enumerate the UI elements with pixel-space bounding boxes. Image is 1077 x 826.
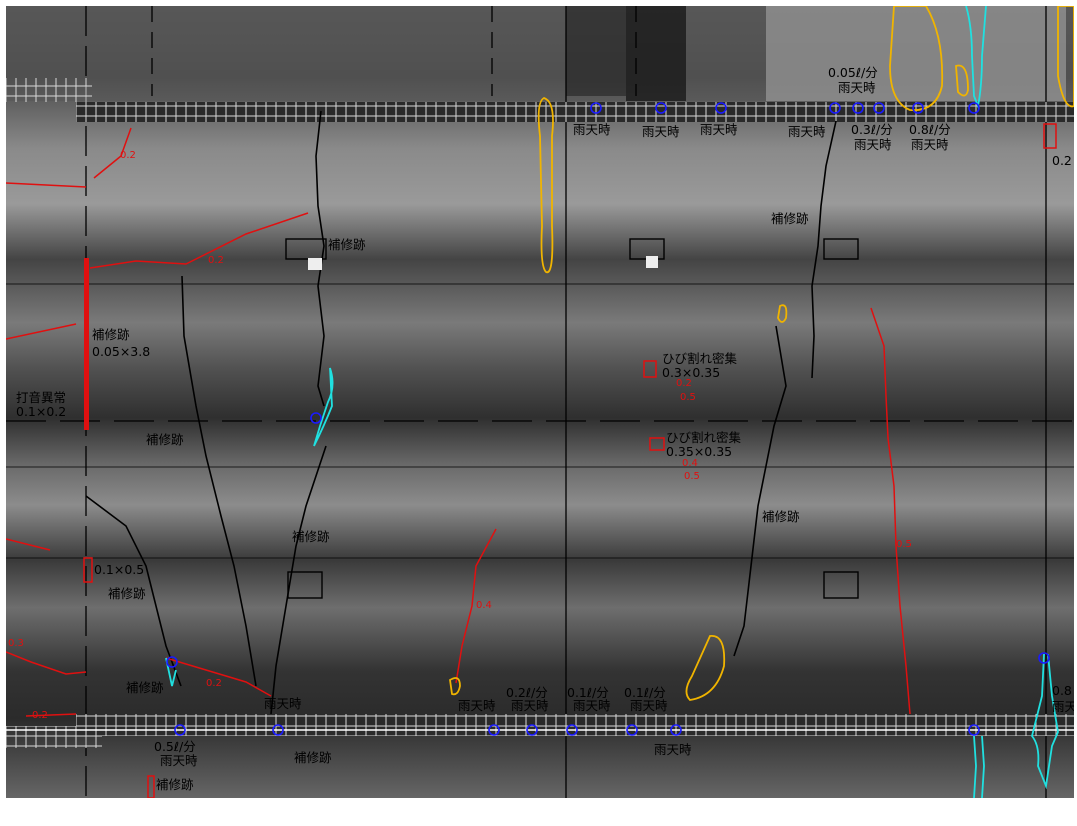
bright-panel (766, 6, 1066, 101)
crack-width-label: 0.3 (8, 638, 24, 649)
repair-patch-1 (308, 258, 322, 270)
crack-width-label: 0.2 (676, 378, 692, 389)
repair-trace-label: 補修跡 (108, 586, 146, 601)
anomaly-boxes (83, 123, 1057, 798)
rain-label: 雨天時 (573, 698, 611, 713)
dimension-label: 0.1×0.5 (94, 562, 144, 577)
lower-left-grid (6, 726, 102, 748)
rain-label: 雨天時 (642, 124, 680, 139)
leak-rate-label: 0.3ℓ/分 (851, 122, 893, 137)
crack-width-label: 0.4 (476, 600, 492, 611)
leak-rate-label: 0.1ℓ/分 (624, 685, 666, 700)
rain-label: 雨天時 (838, 80, 876, 95)
measured-cracks (6, 127, 911, 717)
tunnel-lining-inspection-map: 0.05ℓ/分 雨天時 雨天時 雨天時 雨天時 雨天時 0.3ℓ/分 雨天時 0… (6, 6, 1074, 798)
repair-patch-2 (646, 256, 658, 268)
rain-label: 雨天時 (654, 742, 692, 757)
inspection-drawing: 0.05ℓ/分 雨天時 雨天時 雨天時 雨天時 雨天時 0.3ℓ/分 雨天時 0… (6, 6, 1074, 798)
stain-2 (626, 6, 686, 101)
repair-trace-label: 補修跡 (292, 529, 330, 544)
hammer-anomaly-bar (84, 258, 89, 430)
crack-width-label: 0.2 (120, 150, 136, 161)
rain-label: 雨天時 (854, 137, 892, 152)
leak-rate-label: 0.2ℓ/分 (506, 685, 548, 700)
leakage (165, 6, 1059, 798)
rain-label: 雨天時 (630, 698, 668, 713)
repair-trace-label: 補修跡 (294, 750, 332, 765)
rain-label: 雨天時 (511, 698, 549, 713)
crack-width-label: 0.2 (1052, 153, 1072, 168)
crack-cluster-label: ひび割れ密集 (666, 430, 742, 445)
rain-label: 雨天時 (700, 122, 738, 137)
dimension-label: 0.3×0.35 (662, 365, 720, 380)
rain-label: 雨天時 (160, 753, 198, 768)
crack-width-label: 0.2 (208, 255, 224, 266)
dimension-label: 0.05×3.8 (92, 344, 150, 359)
lower-grid-cells (76, 714, 1074, 736)
crack-width-label: 0.5 (896, 539, 912, 550)
repair-trace-label: 補修跡 (771, 211, 809, 226)
repair-boxes (285, 238, 859, 599)
dimension-label: 0.1×0.2 (16, 404, 66, 419)
crack-width-label: 0.2 (206, 678, 222, 689)
crack-width-label: 0.5 (684, 471, 700, 482)
span-lines (6, 6, 1074, 798)
water-markers (166, 102, 1050, 736)
crack-cluster-label: ひび割れ密集 (662, 351, 738, 366)
hammer-anomaly-label: 打音異常 (16, 390, 66, 405)
stain-1 (566, 6, 626, 96)
leak-rate-label: 0.8ℓ/分 (909, 122, 951, 137)
upper-grid-cells (76, 102, 1074, 122)
rain-label: 雨天時 (788, 124, 826, 139)
rain-label: 雨天時 (458, 698, 496, 713)
repair-trace-label: 補修跡 (328, 237, 366, 252)
repair-trace-label: 補修跡 (156, 777, 194, 792)
crack-width-label: 0.8 (1052, 683, 1072, 698)
efflorescence (449, 6, 1074, 701)
rain-label: 雨天時 (1052, 699, 1074, 714)
annotation-labels: 0.05ℓ/分 雨天時 雨天時 雨天時 雨天時 雨天時 0.3ℓ/分 雨天時 0… (8, 65, 1074, 792)
rain-label: 雨天時 (264, 696, 302, 711)
repair-trace-label: 補修跡 (146, 432, 184, 447)
rain-label: 雨天時 (911, 137, 949, 152)
rain-label: 雨天時 (573, 122, 611, 137)
upper-left-grid (6, 78, 92, 102)
crack-width-label: 0.5 (680, 392, 696, 403)
leak-rate-label: 0.5ℓ/分 (154, 739, 196, 754)
crack-width-label: 0.2 (32, 710, 48, 721)
leak-rate-label: 0.1ℓ/分 (567, 685, 609, 700)
leak-rate-label: 0.05ℓ/分 (828, 65, 878, 80)
repair-trace-label: 補修跡 (92, 327, 130, 342)
repair-trace-label: 補修跡 (762, 509, 800, 524)
crack-width-label: 0.4 (682, 458, 698, 469)
repair-trace-label: 補修跡 (126, 680, 164, 695)
dimension-label: 0.35×0.35 (666, 444, 732, 459)
crack-lines (85, 110, 837, 715)
